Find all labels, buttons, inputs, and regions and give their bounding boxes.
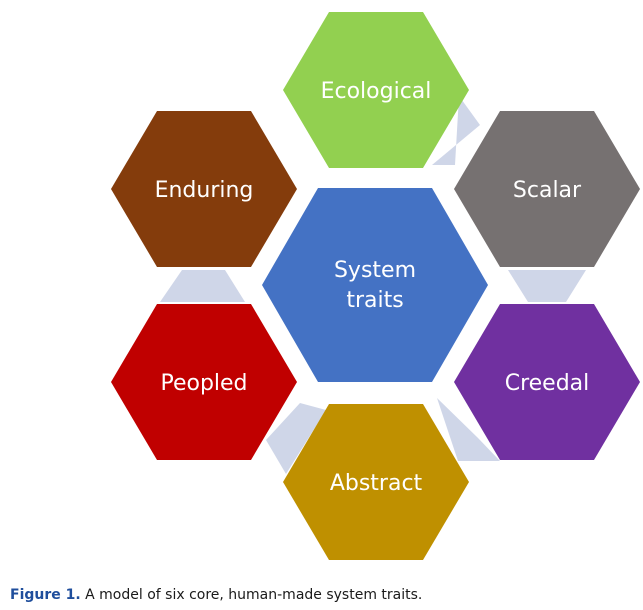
- system-traits-diagram: Ecological Scalar Creedal Abstract Peopl…: [111, 12, 640, 560]
- hexagon-peopled: Peopled: [111, 304, 297, 460]
- hexagon-abstract: Abstract: [283, 404, 469, 560]
- hexagon-ecological: Ecological: [283, 12, 469, 168]
- connector-ecological-scalar: [432, 96, 480, 165]
- hexagon-ecological-shape: [283, 12, 469, 168]
- center-label-line2: traits: [346, 288, 403, 313]
- hexagon-peopled-shape: [111, 304, 297, 460]
- connector-creedal-abstract: [437, 398, 500, 461]
- hexagon-creedal: Creedal: [454, 304, 640, 460]
- connector-peopled-enduring: [160, 270, 245, 302]
- center-label-line1: System: [334, 258, 416, 283]
- hexagon-abstract-label: Abstract: [330, 471, 423, 496]
- hexagon-creedal-label: Creedal: [505, 371, 590, 396]
- hexagon-enduring-label: Enduring: [155, 178, 254, 203]
- hexagon-enduring: Enduring: [111, 111, 297, 267]
- hexagon-system-traits: System traits: [262, 188, 488, 382]
- connector-scalar-creedal: [508, 270, 586, 302]
- hexagon-creedal-shape: [454, 304, 640, 460]
- hexagon-scalar-shape: [454, 111, 640, 267]
- figure-caption-text: A model of six core, human-made system t…: [80, 587, 423, 603]
- hexagon-center-shape: [262, 188, 488, 382]
- hexagon-scalar-label: Scalar: [513, 178, 582, 203]
- hexagon-ecological-label: Ecological: [321, 79, 432, 104]
- figure-caption: Figure 1. A model of six core, human-mad…: [10, 587, 422, 603]
- hexagon-scalar: Scalar: [454, 111, 640, 267]
- hexagon-peopled-label: Peopled: [160, 371, 247, 396]
- figure-caption-label: Figure 1.: [10, 587, 81, 603]
- hexagon-abstract-shape: [283, 404, 469, 560]
- hexagon-enduring-shape: [111, 111, 297, 267]
- connector-abstract-peopled: [266, 403, 326, 474]
